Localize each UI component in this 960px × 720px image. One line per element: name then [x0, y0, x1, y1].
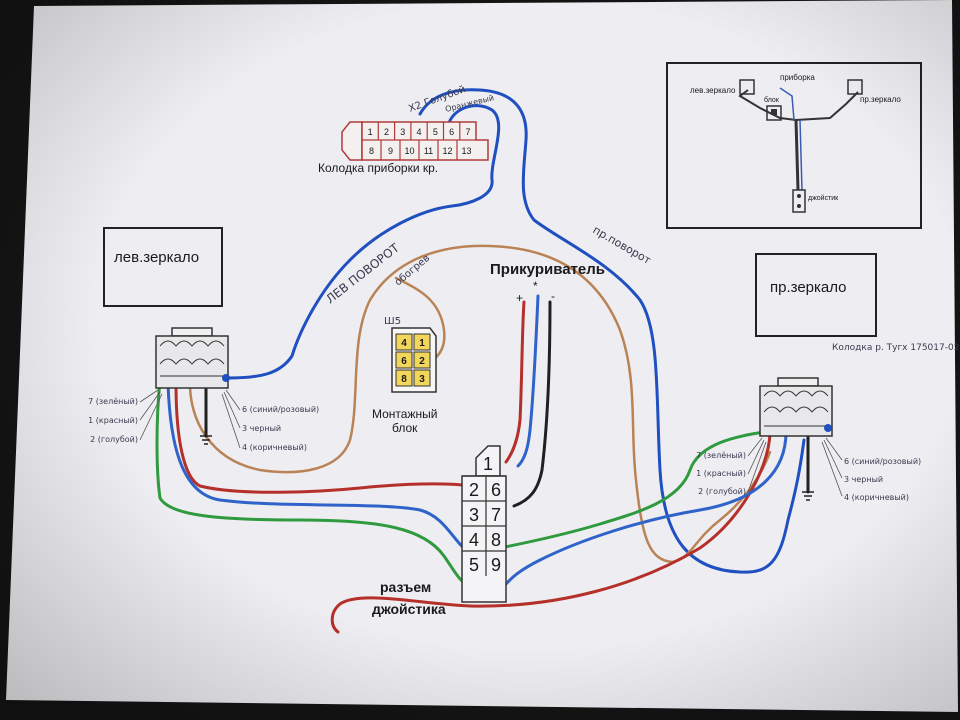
- wiring-diagram: лев.зеркало пр.зеркало приборка блок джо…: [0, 0, 960, 720]
- diagram-photo: лев.зеркало пр.зеркало приборка блок джо…: [0, 0, 960, 720]
- photo-shadow: [0, 0, 960, 720]
